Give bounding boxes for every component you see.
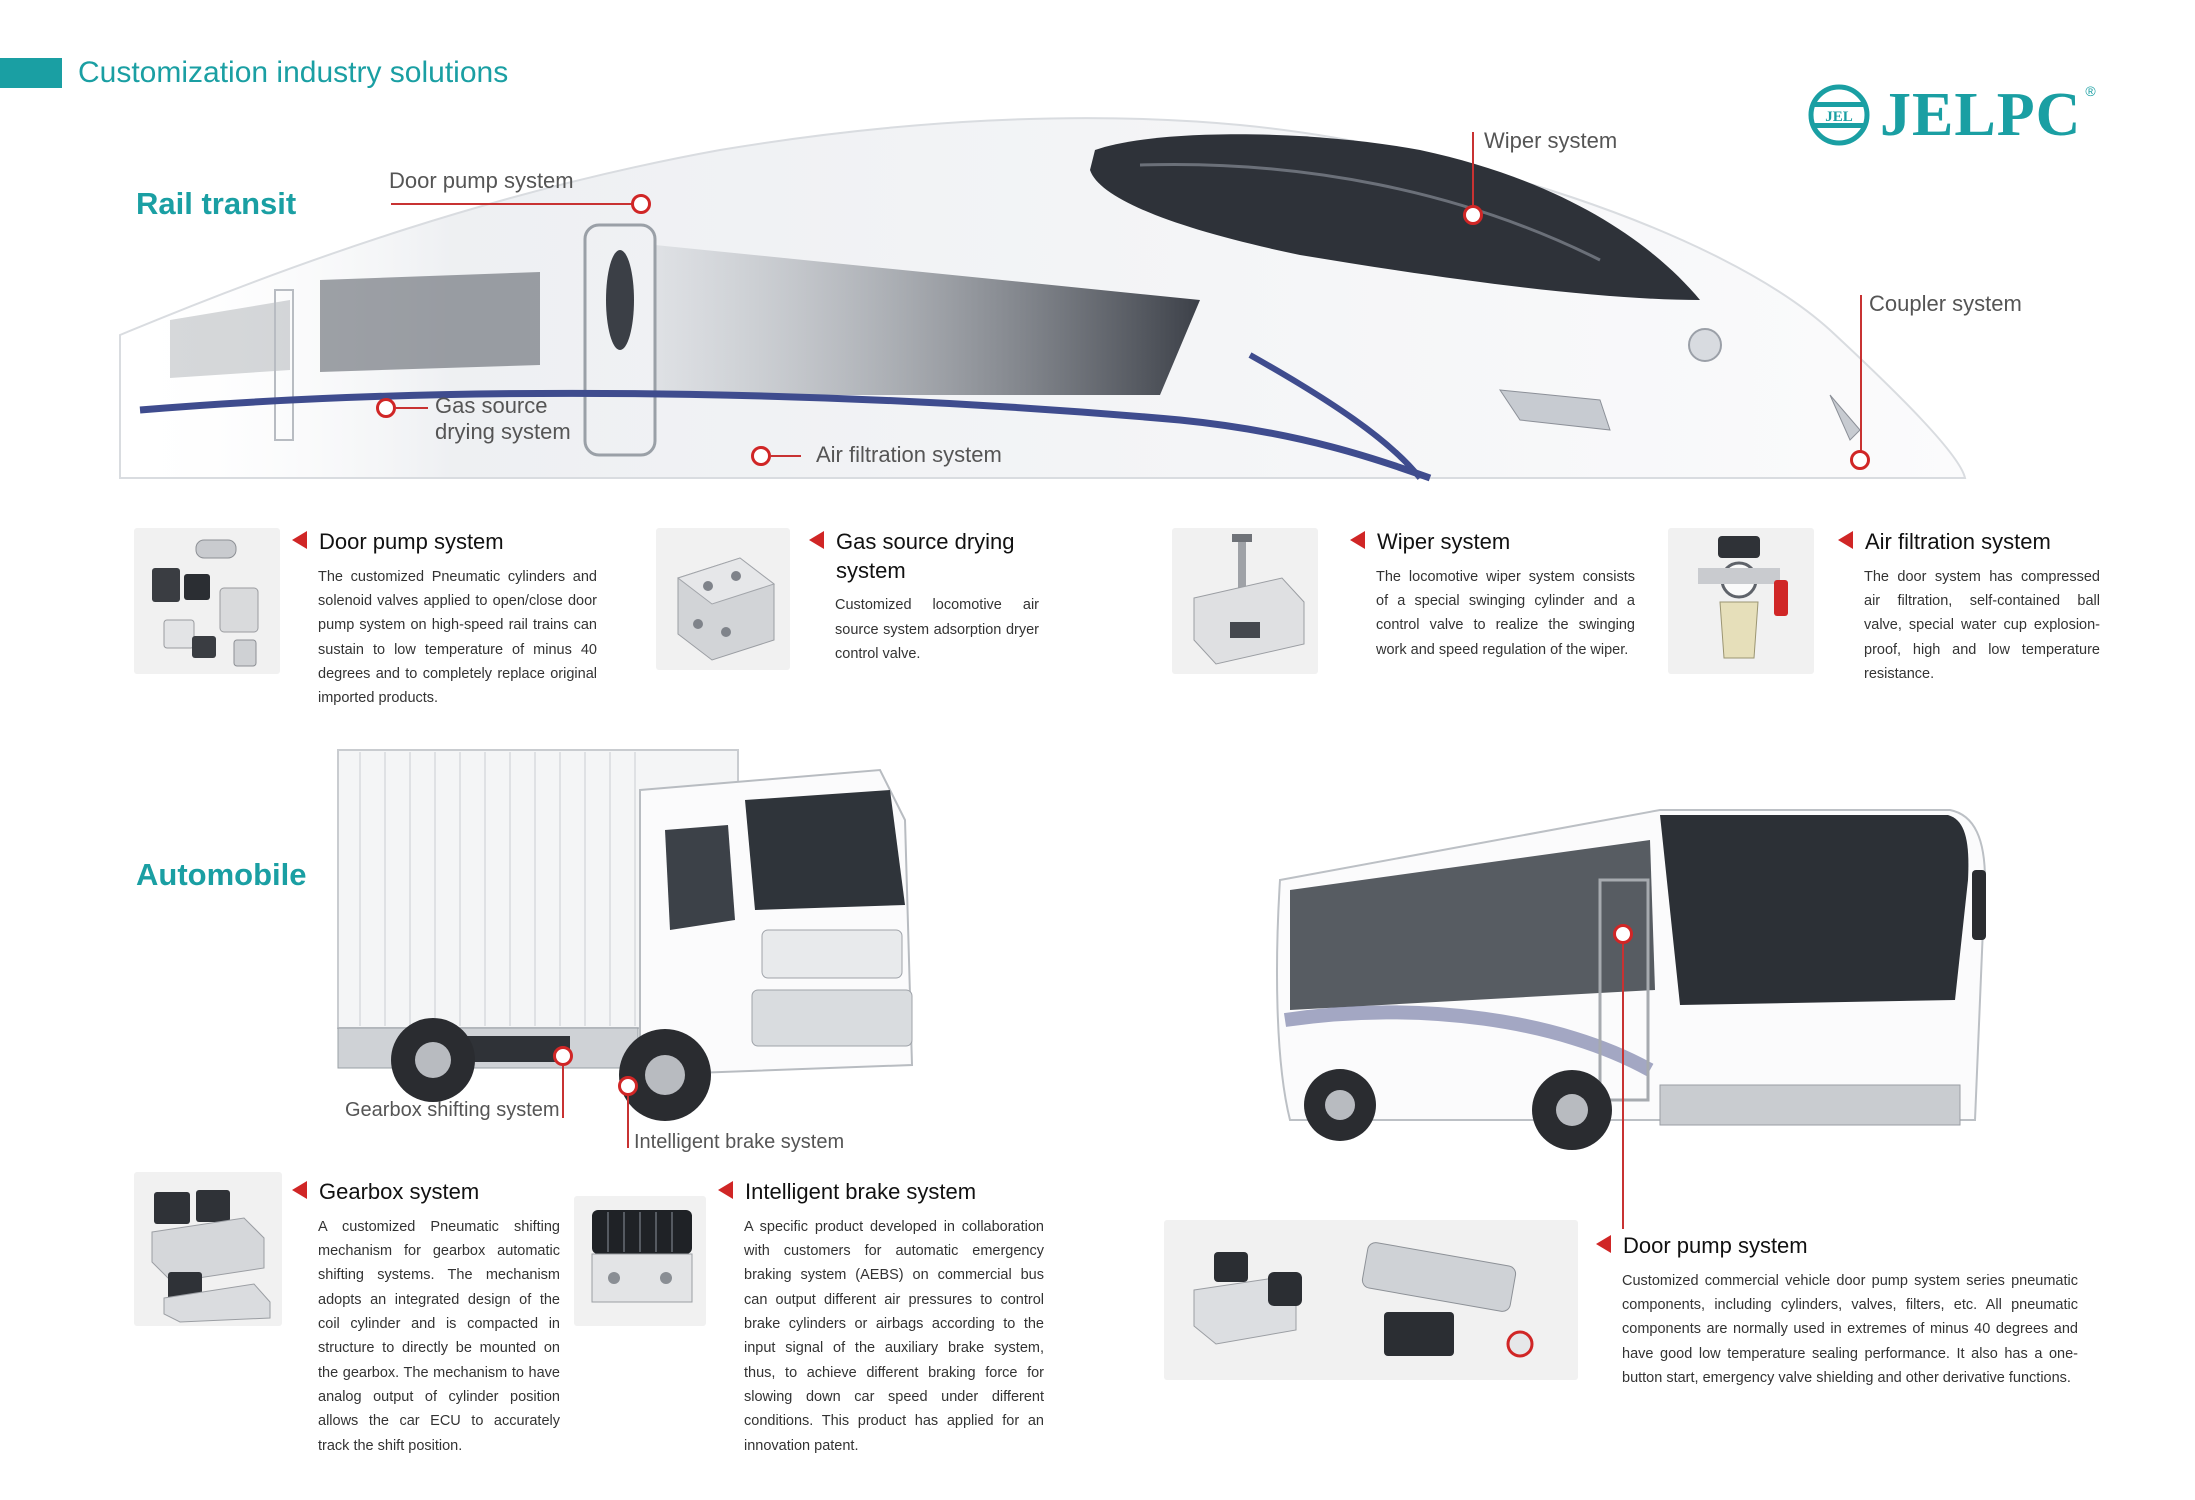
product-door-pump-rail: Door pump system The customized Pneumati… (292, 528, 597, 711)
callout-air-filtration-leader (771, 455, 801, 457)
callout-door-pump-leader (391, 203, 641, 205)
marker-gearbox (553, 1046, 573, 1066)
product-description: The customized Pneumatic cylinders and s… (318, 568, 597, 707)
product-title: Gas source drying system (836, 529, 1015, 583)
product-description: Customized locomotive air source system … (835, 597, 1039, 662)
callout-air-filtration: Air filtration system (816, 442, 1002, 467)
section-title-automobile: Automobile (136, 857, 307, 892)
product-title: Wiper system (1377, 529, 1511, 554)
logo-registered: ® (2085, 83, 2096, 99)
callout-wiper: Wiper system (1484, 128, 1618, 153)
marker-gas-source (376, 398, 396, 418)
marker-door-pump (631, 194, 651, 214)
product-title: Air filtration system (1865, 529, 2051, 554)
callout-coupler: Coupler system (1869, 291, 2022, 316)
callout-gas-source-leader (396, 407, 428, 409)
train-illustration (119, 117, 1967, 482)
product-image-air-filtration (1668, 528, 1814, 674)
product-brake-auto: Intelligent brake system A specific prod… (718, 1178, 1044, 1458)
brand-logo: JEL JELPC ® (1808, 81, 2102, 149)
product-image-gearbox (134, 1172, 282, 1326)
logo-text: JELPC (1880, 81, 2082, 149)
callout-gearbox-leader (562, 1066, 564, 1118)
product-title: Door pump system (319, 529, 504, 554)
product-wiper-rail: Wiper system The locomotive wiper system… (1350, 528, 1635, 662)
marker-wiper (1463, 205, 1483, 225)
product-title: Gearbox system (319, 1179, 480, 1204)
logo-mark: JEL (1825, 109, 1853, 125)
product-description: The locomotive wiper system consists of … (1376, 568, 1635, 658)
marker-coupler (1850, 450, 1870, 470)
product-title: Door pump system (1623, 1233, 1808, 1258)
product-title: Intelligent brake system (745, 1179, 977, 1204)
product-image-brake (574, 1196, 706, 1326)
callout-gearbox: Gearbox shifting system (345, 1099, 560, 1121)
marker-bus-door-pump (1613, 924, 1633, 944)
marker-brake (618, 1076, 638, 1096)
triangle-marker-icon (1596, 1235, 1611, 1253)
callout-door-pump: Door pump system (389, 168, 574, 193)
product-gearbox-auto: Gearbox system A customized Pneumatic sh… (292, 1178, 560, 1458)
callout-gas-source: Gas source drying system (435, 393, 571, 445)
marker-air-filtration (751, 446, 771, 466)
header-accent-bar (0, 58, 62, 88)
triangle-marker-icon (809, 531, 824, 549)
triangle-marker-icon (292, 1181, 307, 1199)
product-description: Customized commercial vehicle door pump … (1622, 1272, 2078, 1387)
product-gas-source-rail: Gas source drying system Customized loco… (809, 528, 1039, 666)
product-image-door-pump (134, 528, 280, 674)
product-image-gas-source (656, 528, 790, 670)
callout-wiper-leader (1472, 132, 1474, 212)
product-description: The door system has compressed air filtr… (1864, 568, 2100, 683)
callout-bus-door-pump-leader (1622, 944, 1624, 1229)
page-title: Customization industry solutions (78, 56, 509, 89)
product-description: A customized Pneumatic shifting mechanis… (318, 1218, 560, 1454)
globe-icon: JEL (1808, 84, 1870, 146)
triangle-marker-icon (1350, 531, 1365, 549)
callout-brake: Intelligent brake system (634, 1131, 845, 1153)
callout-coupler-leader (1860, 295, 1862, 455)
triangle-marker-icon (718, 1181, 733, 1199)
product-air-filtration-rail: Air filtration system The door system ha… (1838, 528, 2100, 686)
section-title-rail: Rail transit (136, 186, 297, 221)
triangle-marker-icon (292, 531, 307, 549)
product-image-wiper (1172, 528, 1318, 674)
product-description: A specific product developed in collabor… (744, 1218, 1044, 1454)
triangle-marker-icon (1838, 531, 1853, 549)
callout-brake-leader (627, 1096, 629, 1148)
product-image-bus-door-pump (1164, 1220, 1578, 1380)
product-door-pump-auto: Door pump system Customized commercial v… (1596, 1232, 2078, 1390)
